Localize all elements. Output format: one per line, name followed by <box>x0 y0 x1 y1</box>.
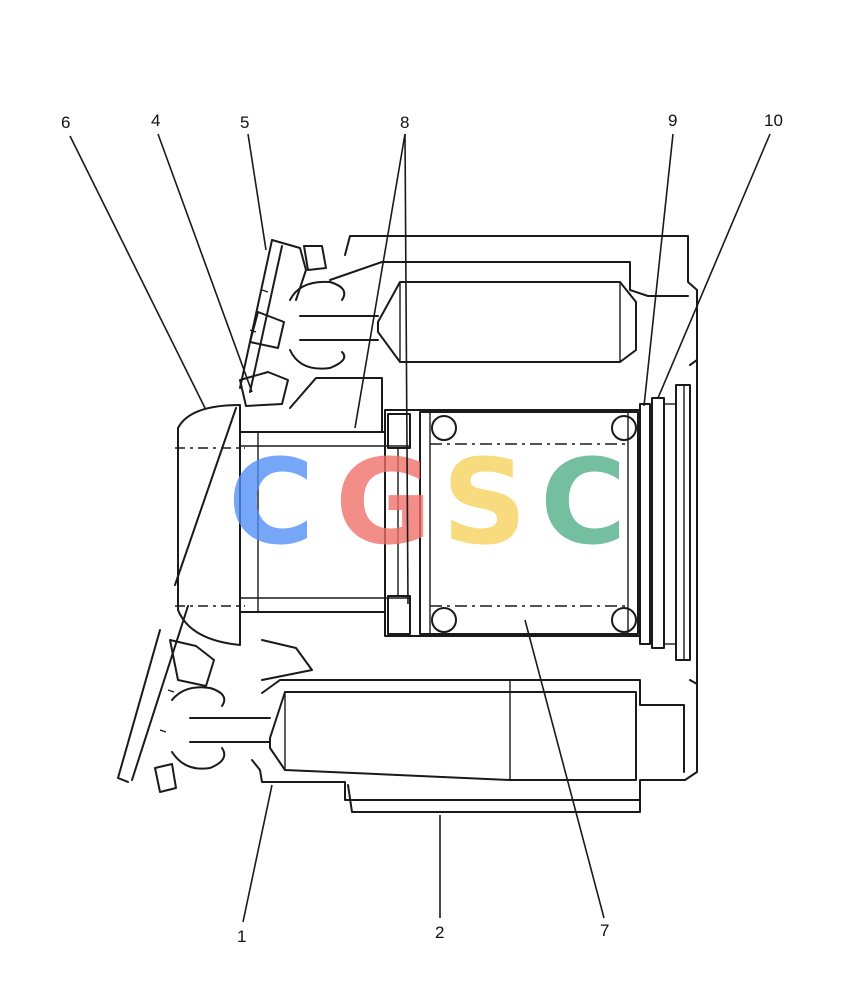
callout-8: 8 <box>400 113 409 132</box>
spacer-ring-bottom <box>387 595 411 635</box>
callout-2: 2 <box>435 923 444 942</box>
leader-1 <box>242 784 273 923</box>
retainer-slots <box>159 289 269 733</box>
end-cover <box>675 384 691 661</box>
leader-8a <box>354 133 406 429</box>
shoe-upper <box>289 280 346 370</box>
housing-inner-bottom <box>261 679 685 773</box>
roller-4 <box>611 607 637 633</box>
end-cover-outer <box>689 359 698 685</box>
piston-lower <box>171 680 637 781</box>
leader-lines <box>69 133 771 923</box>
watermark-letter-c2: C <box>540 433 627 571</box>
retainer-mid <box>239 371 289 407</box>
callout-7: 7 <box>600 921 609 940</box>
swash-plate-inner <box>131 245 283 781</box>
retainer-nut-top <box>303 245 327 271</box>
shoe-lower <box>171 686 226 770</box>
leader-6 <box>69 135 206 409</box>
watermark-letter-c1: C <box>228 433 315 571</box>
swash-plate-outer <box>117 239 273 783</box>
retainer-lower <box>169 639 215 687</box>
callout-10: 10 <box>764 111 783 130</box>
housing <box>251 235 698 813</box>
washer <box>639 403 651 645</box>
watermark-logo: C G S C <box>228 433 627 571</box>
swash-plate <box>117 239 327 793</box>
callout-5: 5 <box>240 113 249 132</box>
piston-lower-body <box>269 691 637 781</box>
retainer-nut-bottom <box>154 763 177 793</box>
piston-upper-neck <box>299 315 379 341</box>
piston-upper <box>289 280 637 370</box>
callout-6: 6 <box>61 113 70 132</box>
spacer-ring-top <box>387 413 411 449</box>
housing-inner-top <box>329 261 689 297</box>
callout-4: 4 <box>151 111 160 130</box>
leader-7 <box>524 619 605 919</box>
roller-2 <box>611 415 637 441</box>
housing-outline <box>251 235 698 801</box>
leader-10 <box>657 133 771 399</box>
shaft <box>175 377 410 681</box>
piston-upper-body <box>377 281 637 363</box>
watermark-letter-s: S <box>442 433 527 571</box>
callout-1: 1 <box>237 927 246 946</box>
housing-bore <box>261 377 383 681</box>
leader-5 <box>247 133 267 251</box>
watermark-letter-g: G <box>335 433 432 571</box>
housing-lower-flange <box>347 784 641 813</box>
piston-lower-neck <box>189 717 271 743</box>
callout-labels: 6 4 5 8 9 10 1 2 7 <box>61 111 783 946</box>
retainer-top <box>249 239 307 349</box>
roller-1 <box>431 415 457 441</box>
leader-9 <box>643 133 674 407</box>
snap-ring <box>651 397 665 649</box>
leader-8b <box>404 133 409 605</box>
callout-9: 9 <box>668 111 677 130</box>
leader-4 <box>157 133 253 393</box>
roller-3 <box>431 607 457 633</box>
shaft-head <box>177 404 241 646</box>
